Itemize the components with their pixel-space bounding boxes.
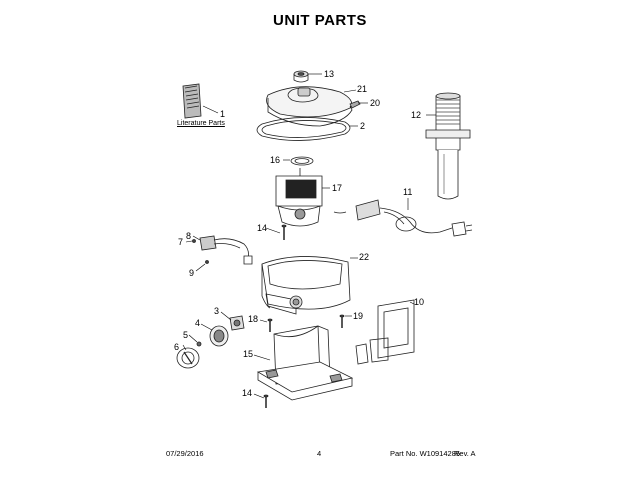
lid-cap-part bbox=[293, 70, 309, 83]
knob-shaft-part bbox=[229, 315, 245, 331]
callout-12: 12 bbox=[411, 110, 422, 120]
callout-14-lower: 14 bbox=[242, 388, 253, 398]
o-ring-part bbox=[290, 156, 314, 166]
base-plate-part bbox=[256, 361, 354, 401]
screw-18 bbox=[267, 318, 273, 332]
motor-part bbox=[275, 168, 323, 227]
callout-8: 8 bbox=[186, 231, 192, 241]
callout-2: 2 bbox=[360, 121, 366, 131]
lid-part bbox=[266, 86, 353, 127]
page-title: UNIT PARTS bbox=[273, 12, 367, 29]
leader-lines bbox=[182, 73, 436, 399]
callout-19: 19 bbox=[353, 311, 364, 321]
footer-page-number: 4 bbox=[317, 449, 322, 458]
callout-18: 18 bbox=[248, 314, 259, 324]
control-board-part bbox=[355, 299, 415, 365]
gasket-part bbox=[256, 117, 351, 141]
power-cord-part bbox=[333, 199, 473, 237]
base-housing-part bbox=[261, 256, 351, 315]
callout-15: 15 bbox=[243, 349, 254, 359]
switch-harness-part bbox=[192, 235, 253, 265]
callout-6: 6 bbox=[174, 342, 180, 352]
screw-19 bbox=[339, 314, 345, 328]
callout-14-upper: 14 bbox=[257, 223, 268, 233]
callout-3: 3 bbox=[214, 306, 220, 316]
callout-11: 11 bbox=[403, 187, 413, 197]
screw-lower bbox=[263, 394, 269, 408]
tamper-part bbox=[425, 92, 471, 200]
callout-22: 22 bbox=[359, 252, 370, 262]
knob-part bbox=[176, 347, 200, 369]
callout-20: 20 bbox=[370, 98, 381, 108]
footer-part-number: Part No. W10914285 bbox=[390, 449, 461, 458]
callout-9: 9 bbox=[189, 268, 195, 278]
clip-part bbox=[349, 100, 361, 109]
callout-5: 5 bbox=[183, 330, 189, 340]
footer-date: 07/29/2016 bbox=[166, 449, 204, 458]
callout-4: 4 bbox=[195, 318, 201, 328]
literature-parts-booklet bbox=[182, 83, 202, 119]
callout-17: 17 bbox=[332, 183, 343, 193]
callout-7: 7 bbox=[178, 237, 184, 247]
footer-revision: Rev. A bbox=[454, 449, 476, 458]
dial-ring-part bbox=[209, 325, 229, 347]
washer-part bbox=[196, 341, 202, 347]
callout-21: 21 bbox=[357, 84, 368, 94]
callout-13: 13 bbox=[324, 69, 335, 79]
callout-10: 10 bbox=[414, 297, 425, 307]
screw-upper bbox=[281, 224, 287, 240]
callout-1: 1 bbox=[220, 109, 226, 119]
callout-16: 16 bbox=[270, 155, 281, 165]
literature-parts-label: Literature Parts bbox=[177, 120, 225, 127]
